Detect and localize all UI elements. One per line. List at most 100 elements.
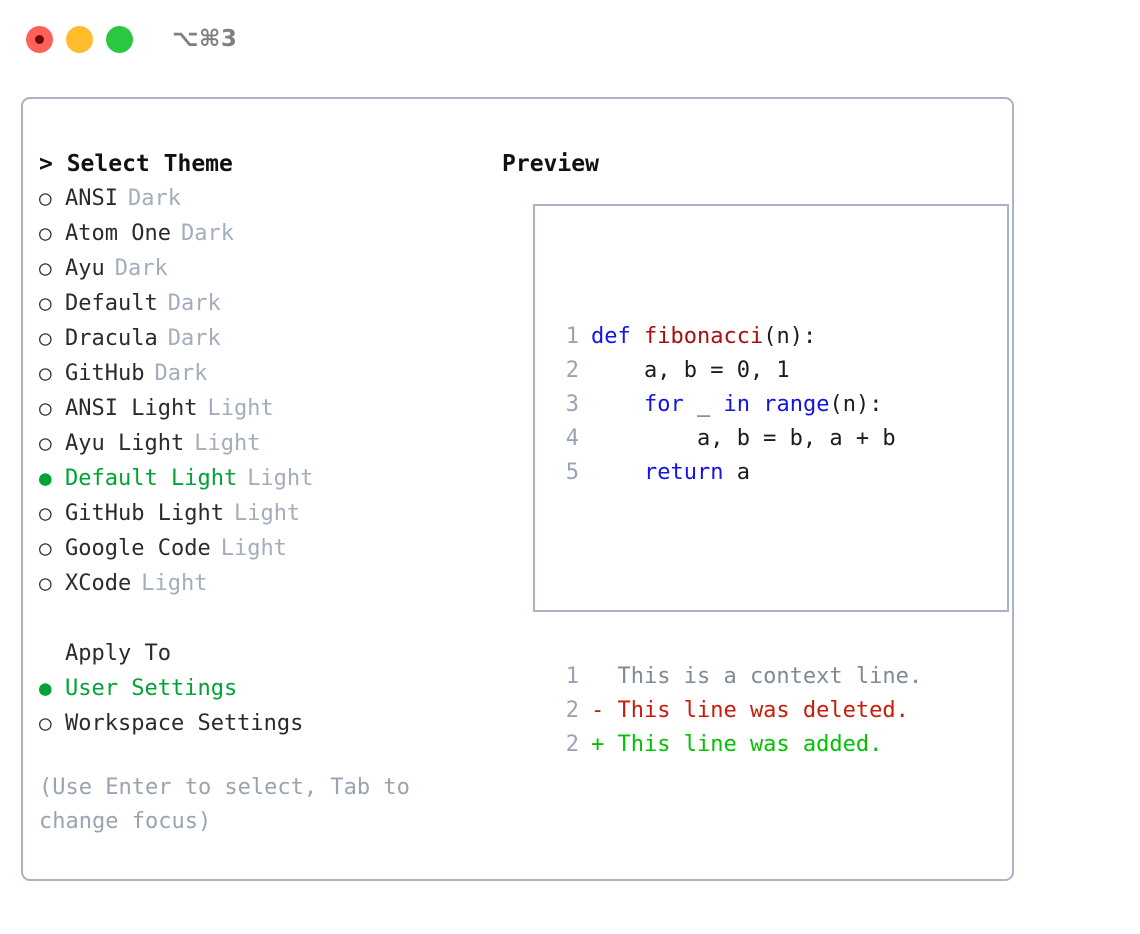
- minimize-button[interactable]: [66, 25, 93, 53]
- theme-name: Ayu Light: [65, 431, 185, 456]
- theme-name: Default Light: [65, 466, 238, 491]
- code-token: [591, 460, 644, 485]
- apply-to-label: Workspace Settings: [65, 711, 304, 736]
- radio-unselected-icon: ○: [39, 571, 52, 595]
- apply-to-label: User Settings: [65, 676, 238, 701]
- theme-name: Google Code: [65, 536, 211, 561]
- code-token: fibonacci: [643, 324, 764, 349]
- select-theme-heading: > Select Theme: [39, 151, 233, 177]
- theme-list-item[interactable]: ○ Ayu Light Light: [39, 426, 489, 461]
- radio-selected-icon: ●: [39, 676, 52, 700]
- diff-line-content: + This line was added.: [591, 732, 883, 757]
- line-number: 5: [565, 460, 579, 485]
- line-number: 4: [565, 426, 579, 451]
- radio-unselected-icon: ○: [39, 326, 52, 350]
- theme-name: GitHub Light: [65, 501, 224, 526]
- radio-unselected-icon: ○: [39, 256, 52, 280]
- theme-category-tag: Light: [207, 396, 274, 421]
- code-token: (n):: [763, 324, 817, 349]
- apply-to-heading: Apply To: [65, 641, 171, 666]
- theme-name: XCode: [65, 571, 132, 596]
- code-line-content: for _ in range(n):: [591, 388, 882, 422]
- radio-unselected-icon: ○: [39, 291, 52, 315]
- theme-category-tag: Dark: [154, 361, 208, 386]
- line-number: 2: [565, 358, 579, 383]
- code-token: a, b = b, a + b: [591, 426, 896, 451]
- code-token: range: [763, 392, 830, 417]
- theme-list-item[interactable]: ● Default Light Light: [39, 461, 489, 496]
- window-controls: [26, 25, 133, 53]
- diff-line-content: - This line was deleted.: [591, 698, 909, 723]
- code-token: def: [591, 324, 644, 349]
- code-token: in: [723, 392, 750, 417]
- title-bar: ⌥⌘3: [0, 0, 1140, 78]
- theme-category-tag: Dark: [167, 291, 221, 316]
- code-token: a, b = 0, 1: [591, 358, 790, 383]
- apply-to-option[interactable]: ● User Settings: [39, 671, 489, 706]
- code-gap: [553, 558, 922, 592]
- theme-category-tag: Light: [220, 536, 287, 561]
- theme-category-tag: Dark: [180, 221, 234, 246]
- apply-to-option[interactable]: ○ Workspace Settings: [39, 706, 489, 741]
- radio-unselected-icon: ○: [39, 711, 52, 735]
- line-number: 2: [565, 698, 579, 723]
- code-token: (n):: [829, 392, 883, 417]
- radio-unselected-icon: ○: [39, 431, 52, 455]
- maximize-button[interactable]: [106, 25, 133, 53]
- close-icon: [35, 34, 44, 44]
- code-token: [591, 392, 644, 417]
- apply-to-list: ● User Settings ○ Workspace Settings: [39, 671, 489, 741]
- preview-heading: Preview: [502, 151, 599, 177]
- theme-name: ANSI: [65, 186, 118, 211]
- code-line: 4 a, b = b, a + b: [553, 422, 922, 456]
- code-line-content: a, b = 0, 1: [591, 354, 790, 388]
- theme-category-tag: Dark: [114, 256, 168, 281]
- theme-list-item[interactable]: ○ XCode Light: [39, 566, 489, 601]
- spacer: [39, 601, 489, 637]
- line-number: 1: [565, 324, 579, 349]
- radio-selected-icon: ●: [39, 466, 52, 490]
- theme-name: GitHub: [65, 361, 145, 386]
- radio-unselected-icon: ○: [39, 361, 52, 385]
- code-token: [750, 392, 763, 417]
- radio-unselected-icon: ○: [39, 396, 52, 420]
- theme-list-item[interactable]: ○ GitHub Dark: [39, 356, 489, 391]
- theme-category-tag: Light: [141, 571, 208, 596]
- code-line-content: def fibonacci(n):: [591, 320, 816, 354]
- code-token: a: [723, 460, 750, 485]
- theme-list-item[interactable]: ○ Dracula Dark: [39, 321, 489, 356]
- theme-category-tag: Light: [247, 466, 314, 491]
- keyboard-hint-text: (Use Enter to select, Tab to change focu…: [39, 775, 410, 834]
- radio-unselected-icon: ○: [39, 536, 52, 560]
- code-line: 1 def fibonacci(n):: [553, 320, 922, 354]
- line-number: 2: [565, 732, 579, 757]
- diff-line: 1 This is a context line.: [553, 660, 922, 694]
- theme-category-tag: Dark: [167, 326, 221, 351]
- code-token: return: [643, 460, 724, 485]
- diff-line: 2 - This line was deleted.: [553, 694, 922, 728]
- diff-lines: 1 This is a context line. 2 - This line wa…: [553, 660, 922, 762]
- diff-line: 2 + This line was added.: [553, 728, 922, 762]
- theme-list-item[interactable]: ○ Google Code Light: [39, 531, 489, 566]
- close-button[interactable]: [26, 25, 53, 53]
- code-line-content: a, b = b, a + b: [591, 422, 896, 456]
- theme-name: Dracula: [65, 326, 158, 351]
- theme-category-tag: Light: [194, 431, 261, 456]
- theme-name: Ayu: [65, 256, 105, 281]
- theme-list-item[interactable]: ○ Ayu Dark: [39, 251, 489, 286]
- code-line: 3 for _ in range(n):: [553, 388, 922, 422]
- theme-category-tag: Light: [233, 501, 301, 526]
- radio-unselected-icon: ○: [39, 186, 52, 210]
